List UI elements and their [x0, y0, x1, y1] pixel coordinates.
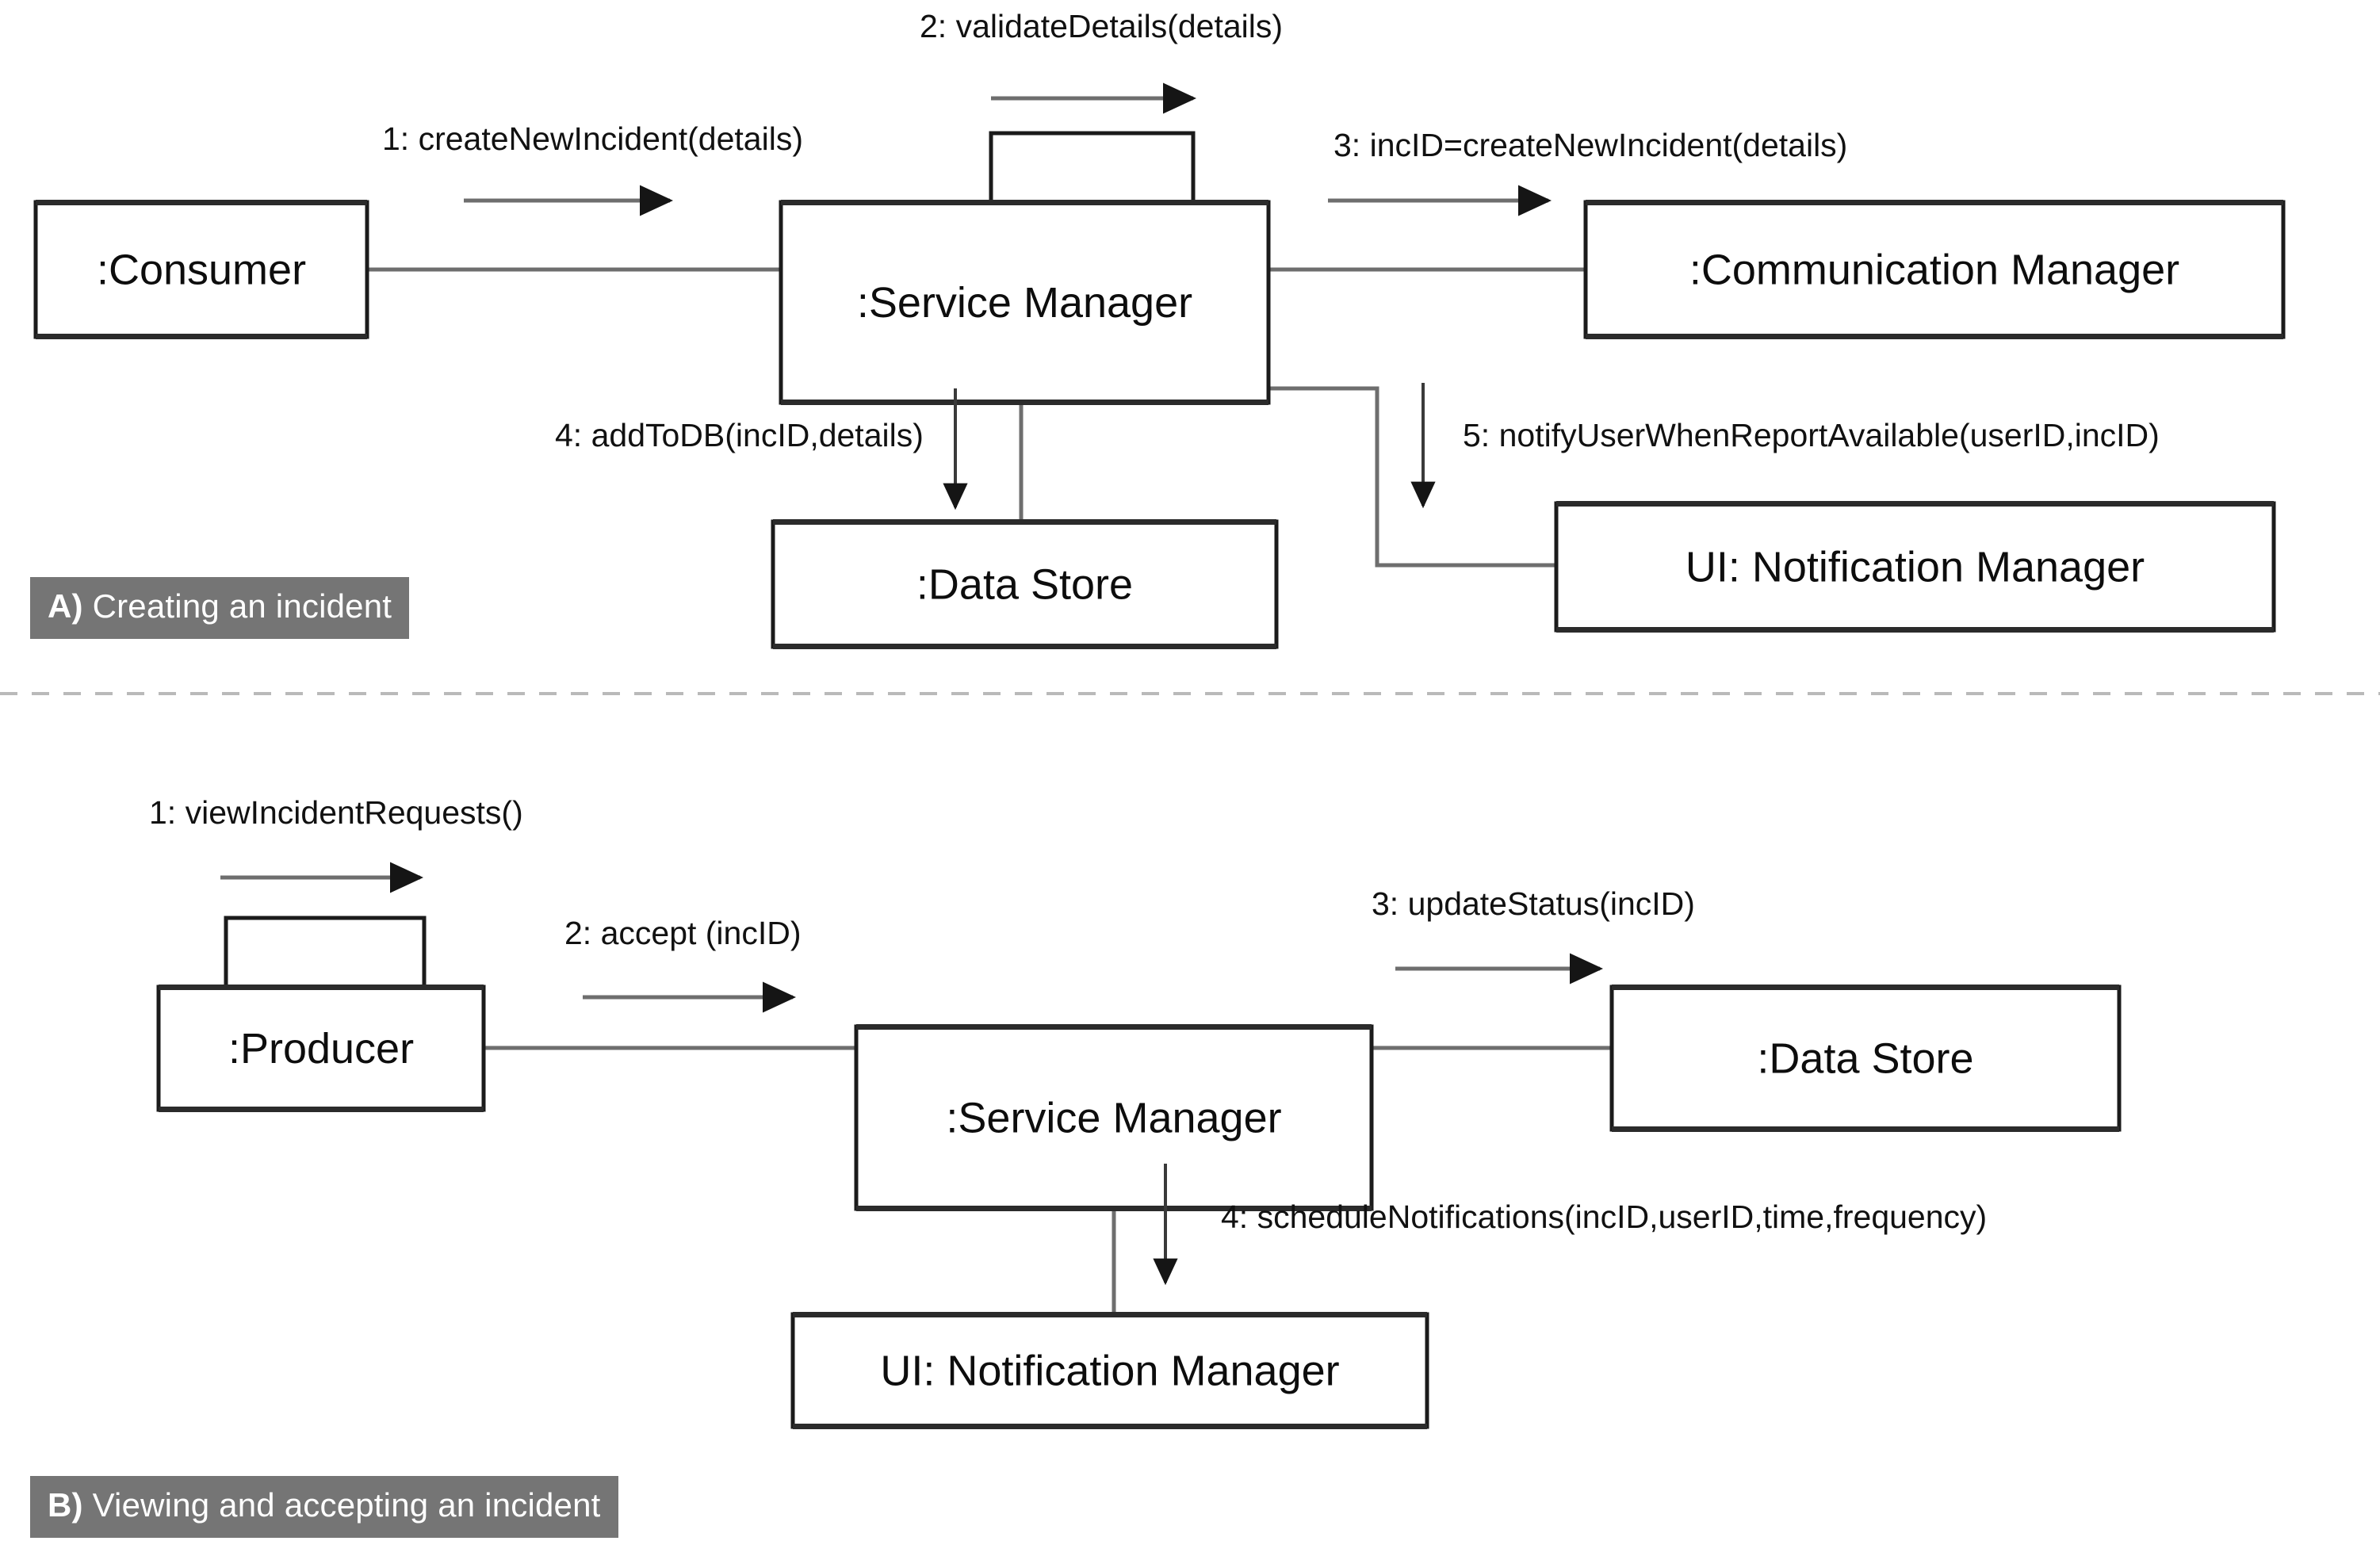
message-label: 3: incID=createNewIncident(details) [1333, 127, 1847, 163]
object-node[interactable]: :Consumer [33, 200, 369, 339]
object-node-box[interactable] [156, 985, 486, 1112]
object-node-top-edge [793, 1312, 1427, 1317]
object-node-label: :Service Manager [857, 279, 1192, 327]
object-node[interactable]: :Producer [156, 985, 486, 1112]
object-node[interactable]: :Communication Manager [1583, 200, 2286, 339]
panel-a-caption-key: A) [48, 587, 83, 625]
self-call-loop [224, 916, 427, 988]
message-label: 2: validateDetails(details) [920, 8, 1283, 44]
object-node-bottom-edge [773, 644, 1276, 649]
message: 3: incID=createNewIncident(details) [1328, 127, 1847, 216]
message: 2: validateDetails(details) [920, 8, 1283, 114]
object-node[interactable]: :Data Store [771, 519, 1279, 649]
object-node-bottom-edge [856, 1206, 1372, 1211]
panel-b-caption-key: B) [48, 1486, 83, 1524]
message-label: 4: scheduleNotifications(incID,userID,ti… [1221, 1199, 1987, 1235]
object-node-top-edge [856, 1024, 1372, 1030]
object-node[interactable]: :Data Store [1609, 985, 2122, 1132]
object-node-top-edge [36, 200, 367, 205]
object-node-bottom-edge [1612, 1126, 2119, 1132]
object-node-label: :Producer [228, 1025, 414, 1072]
object-node-label: UI: Notification Manager [880, 1347, 1339, 1394]
message: 2: accept (incID) [564, 915, 802, 1013]
object-node-label: :Data Store [1757, 1034, 1973, 1082]
message-label: 3: updateStatus(incID) [1372, 885, 1695, 922]
self-call-loop [989, 131, 1196, 203]
object-node-box[interactable] [33, 200, 369, 339]
panel-b-caption-text: Viewing and accepting an incident [92, 1486, 601, 1524]
object-node-box[interactable] [771, 519, 1279, 649]
object-node[interactable]: :Service Manager [779, 200, 1271, 405]
object-node-bottom-edge [1556, 627, 2274, 633]
message-label: 1: viewIncidentRequests() [149, 794, 523, 831]
object-node-label: :Consumer [97, 246, 306, 293]
object-node-box[interactable] [1554, 501, 2276, 633]
message-label: 4: addToDB(incID,details) [555, 417, 924, 453]
object-node-box[interactable] [1583, 200, 2286, 339]
object-node-bottom-edge [159, 1107, 484, 1112]
object-node[interactable]: UI: Notification Manager [1554, 501, 2276, 633]
messages-layer: 1: createNewIncident(details) 2: validate… [149, 8, 2160, 1286]
message: 4: addToDB(incID,details) [555, 388, 968, 510]
panel-a-caption: A) Creating an incident [30, 577, 410, 639]
message-label: 2: accept (incID) [564, 915, 802, 951]
message-label: 1: createNewIncident(details) [382, 120, 803, 157]
message: 4: scheduleNotifications(incID,userID,ti… [1153, 1164, 1987, 1286]
object-node-top-edge [773, 519, 1276, 525]
object-node-bottom-edge [793, 1424, 1427, 1429]
object-node-top-edge [781, 200, 1268, 205]
object-node[interactable]: UI: Notification Manager [790, 1312, 1429, 1429]
message: 3: updateStatus(incID) [1372, 885, 1695, 985]
message: 1: createNewIncident(details) [382, 120, 803, 216]
object-node-label: :Service Manager [946, 1094, 1281, 1141]
object-node-bottom-edge [1586, 334, 2283, 339]
object-node-label: :Communication Manager [1689, 246, 2179, 293]
object-nodes-layer: :Consumer :Service Manager :Communication … [33, 131, 2286, 1429]
object-node-top-edge [1586, 200, 2283, 205]
object-node-box[interactable] [1609, 985, 2122, 1132]
object-node-top-edge [1612, 985, 2119, 990]
object-node-top-edge [1556, 501, 2274, 507]
object-node-bottom-edge [36, 334, 367, 339]
object-node-top-edge [159, 985, 484, 990]
message: 1: viewIncidentRequests() [149, 794, 523, 893]
panel-a-caption-text: Creating an incident [92, 587, 392, 625]
object-node-label: UI: Notification Manager [1686, 543, 2145, 591]
object-node-box[interactable] [854, 1024, 1374, 1211]
object-node[interactable]: :Service Manager [854, 1024, 1374, 1211]
object-node-label: :Data Store [916, 560, 1133, 608]
object-node-bottom-edge [781, 400, 1268, 405]
message: 5: notifyUserWhenReportAvailable(userID,… [1410, 383, 2160, 509]
message-label: 5: notifyUserWhenReportAvailable(userID,… [1463, 417, 2160, 453]
panel-b-caption: B) Viewing and accepting an incident [30, 1476, 618, 1538]
